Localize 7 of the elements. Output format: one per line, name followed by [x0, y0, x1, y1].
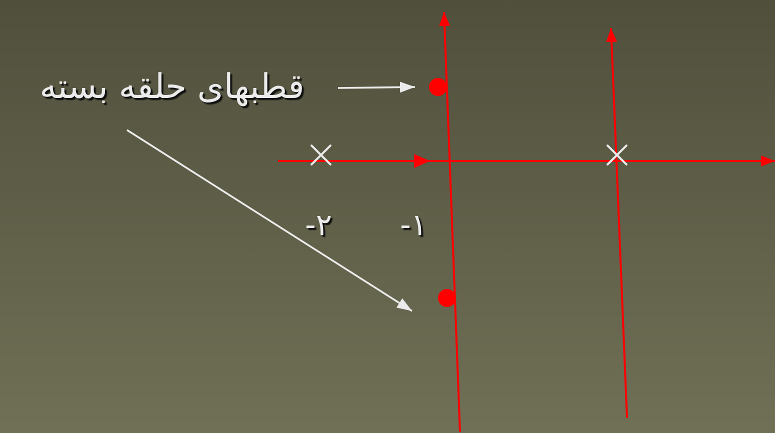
closed-loop-pole [438, 289, 456, 307]
arrow [126, 129, 412, 312]
axis-value: -۱ [400, 208, 427, 244]
closed-loop-pole [429, 78, 447, 96]
caption-text: قطبهای حلقه بسته [12, 62, 332, 112]
axis-value: -۲ [305, 208, 332, 244]
arrow [338, 82, 416, 93]
